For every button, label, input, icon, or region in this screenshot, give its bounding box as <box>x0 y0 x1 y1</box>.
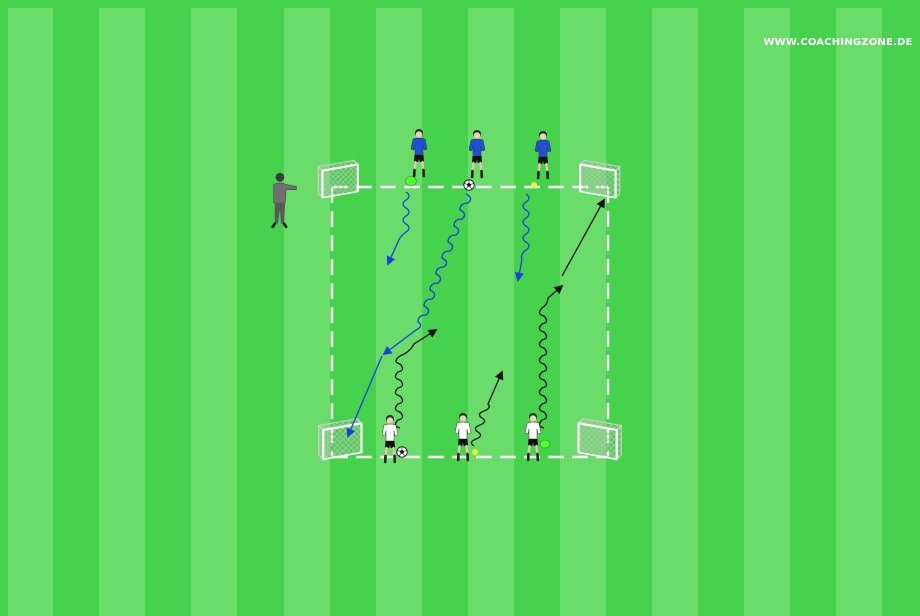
mini-goal-icon <box>318 160 358 198</box>
cone-icon <box>472 449 478 455</box>
soccer-ball-icon <box>397 447 407 457</box>
grass-stripe <box>99 8 145 616</box>
mini-goal-icon <box>579 419 622 460</box>
grass-stripe <box>560 8 606 616</box>
grass-stripe <box>8 8 53 616</box>
grass-stripe <box>284 8 330 616</box>
soccer-ball-icon <box>464 180 474 190</box>
grass-stripe <box>744 8 790 616</box>
watermark-text: WWW.COACHINGZONE.DE <box>763 37 912 48</box>
mini-goal-icon <box>319 419 362 460</box>
grass-stripe <box>652 8 698 616</box>
grass-stripe <box>836 8 882 616</box>
cone-icon <box>540 440 550 448</box>
grass-stripe <box>191 8 237 616</box>
grass-stripe <box>376 8 422 616</box>
cone-icon <box>406 177 417 186</box>
cone-icon <box>531 182 537 188</box>
mini-goal-icon <box>580 160 620 198</box>
grass-stripe <box>468 8 514 616</box>
